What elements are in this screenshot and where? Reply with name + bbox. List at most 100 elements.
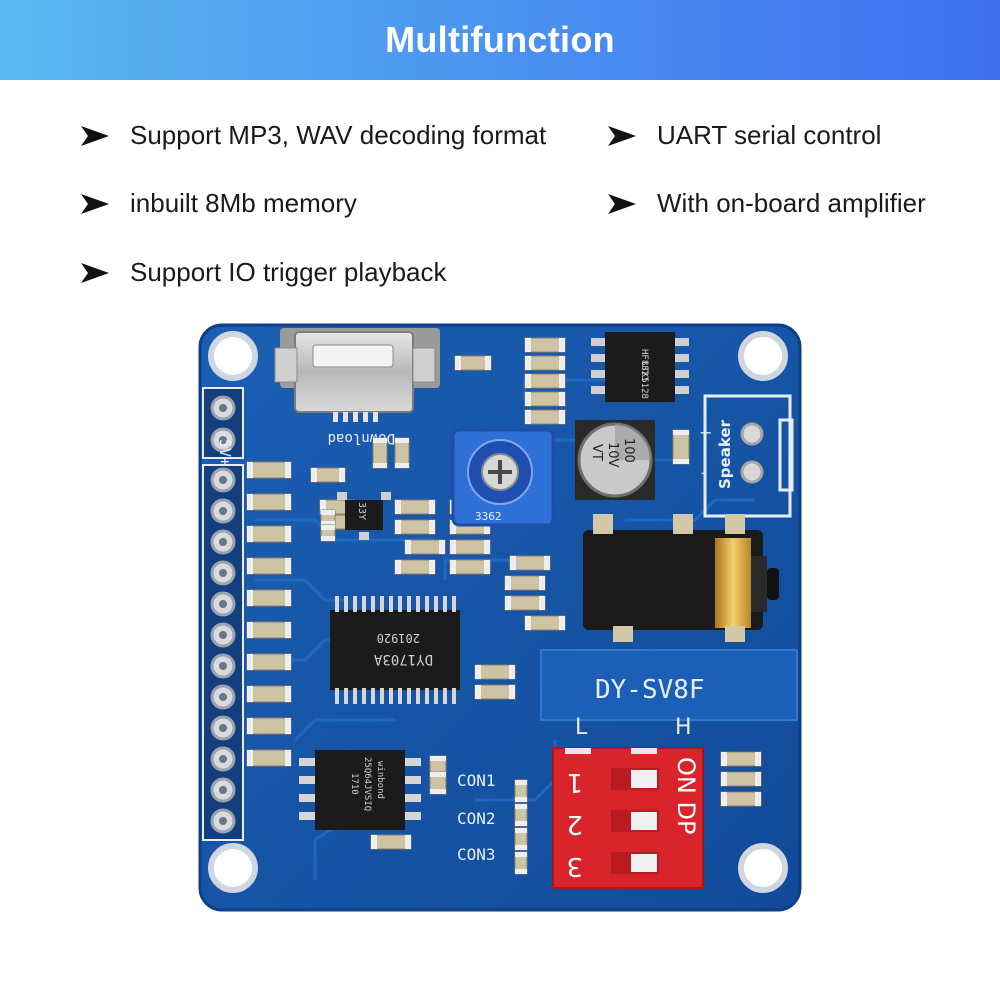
smd-part xyxy=(246,589,292,607)
decoder-pin xyxy=(344,688,348,704)
amp-pin xyxy=(591,386,605,394)
header-pin-hole xyxy=(219,507,227,515)
smd-pad xyxy=(484,520,490,534)
smd-pad xyxy=(450,560,456,574)
feature-item: inbuilt 8Mb memory xyxy=(80,188,357,219)
smd-pad xyxy=(515,869,527,874)
header-pin-hole xyxy=(219,755,227,763)
smd-pad xyxy=(247,494,253,510)
smd-pad xyxy=(247,462,253,478)
smd-pad xyxy=(247,750,253,766)
smd-pad xyxy=(395,500,401,514)
decoder-pin xyxy=(416,596,420,612)
smd-pad xyxy=(509,685,515,699)
header-pin-hole xyxy=(219,436,227,444)
speaker-terminal: Speaker + - xyxy=(699,394,794,518)
smd-pad xyxy=(509,665,515,679)
potentiometer: 3362 xyxy=(451,428,555,527)
header-pin-hole xyxy=(219,786,227,794)
cap-line1: 100 xyxy=(621,438,636,463)
dip-switch: 1 2 3 ON DP xyxy=(552,747,704,889)
smd-pad xyxy=(320,500,326,514)
decoder-pin xyxy=(371,688,375,704)
feature-item: With on-board amplifier xyxy=(607,188,926,219)
arrow-bullet-icon xyxy=(80,261,110,285)
speaker-plus: + xyxy=(699,423,712,442)
micro-usb-connector xyxy=(274,328,440,413)
speaker-label: Speaker xyxy=(716,419,734,489)
dip-number-2: 2 xyxy=(566,809,583,839)
decoder-pin xyxy=(425,688,429,704)
smd-pad xyxy=(721,772,727,786)
smd-pad xyxy=(247,558,253,574)
header-pin-hole xyxy=(219,662,227,670)
usb-pin xyxy=(363,412,368,422)
regulator-chip: 33Y xyxy=(337,492,391,540)
feature-text: UART serial control xyxy=(657,120,882,150)
flash-pin xyxy=(299,758,315,766)
header-pin-pads xyxy=(210,395,236,834)
smd-pad xyxy=(515,821,527,826)
smd-pad xyxy=(559,616,565,630)
flash-pin xyxy=(299,812,315,820)
header-pin-hole xyxy=(219,569,227,577)
amp-pin xyxy=(675,386,689,394)
smd-pad xyxy=(247,718,253,734)
smd-pad xyxy=(395,520,401,534)
amp-pin xyxy=(591,354,605,362)
smd-pad xyxy=(311,468,317,482)
smd-pad xyxy=(515,780,527,785)
smd-pad xyxy=(525,356,531,370)
decoder-pin xyxy=(398,596,402,612)
smd-pad xyxy=(485,356,491,370)
smd-pad xyxy=(515,797,527,802)
decoder-pin xyxy=(371,596,375,612)
con1-label: CON1 xyxy=(457,771,496,790)
decoder-pin xyxy=(380,688,384,704)
usb-pin xyxy=(343,412,348,422)
flash-pin xyxy=(405,812,421,820)
smd-part xyxy=(246,461,292,479)
con3-label: CON3 xyxy=(457,845,496,864)
cap-line2: 10V xyxy=(605,442,620,468)
header-pin-hole xyxy=(219,476,227,484)
smd-pad xyxy=(285,654,291,670)
smd-pad xyxy=(484,560,490,574)
smd-pad xyxy=(721,792,727,806)
smd-pad xyxy=(285,686,291,702)
decoder-pin xyxy=(425,596,429,612)
cap-line3: VT xyxy=(589,444,604,461)
smd-pad xyxy=(515,845,527,850)
smd-pad xyxy=(429,560,435,574)
amp-chip-line2: HF8821 xyxy=(639,349,649,382)
smd-pad xyxy=(544,556,550,570)
smd-pad xyxy=(673,459,689,464)
flash-pin xyxy=(299,776,315,784)
feature-text: inbuilt 8Mb memory xyxy=(130,188,357,218)
smd-pad xyxy=(525,410,531,424)
usb-pin xyxy=(333,412,338,422)
smd-pad xyxy=(525,616,531,630)
decoder-pins xyxy=(335,596,456,704)
level-low-label: L xyxy=(575,715,588,740)
decoder-pin xyxy=(452,688,456,704)
smd-pad xyxy=(429,520,435,534)
feature-item: Support MP3, WAV decoding format xyxy=(80,120,546,151)
smd-pad xyxy=(475,685,481,699)
header-pin-hole xyxy=(219,817,227,825)
decoder-pin xyxy=(389,596,393,612)
smd-pad xyxy=(247,622,253,638)
smd-pad xyxy=(539,596,545,610)
smd-pad xyxy=(505,596,511,610)
header-pin-hole xyxy=(219,693,227,701)
smd-pad xyxy=(475,665,481,679)
flash-chip-line1: winbond xyxy=(375,761,385,799)
decoder-pin xyxy=(443,596,447,612)
decoder-pin xyxy=(335,688,339,704)
speaker-minus: - xyxy=(701,463,707,482)
smd-pad xyxy=(247,654,253,670)
smd-pad xyxy=(559,392,565,406)
amp-pin xyxy=(675,338,689,346)
decoder-pin xyxy=(407,596,411,612)
decoder-pin xyxy=(353,688,357,704)
